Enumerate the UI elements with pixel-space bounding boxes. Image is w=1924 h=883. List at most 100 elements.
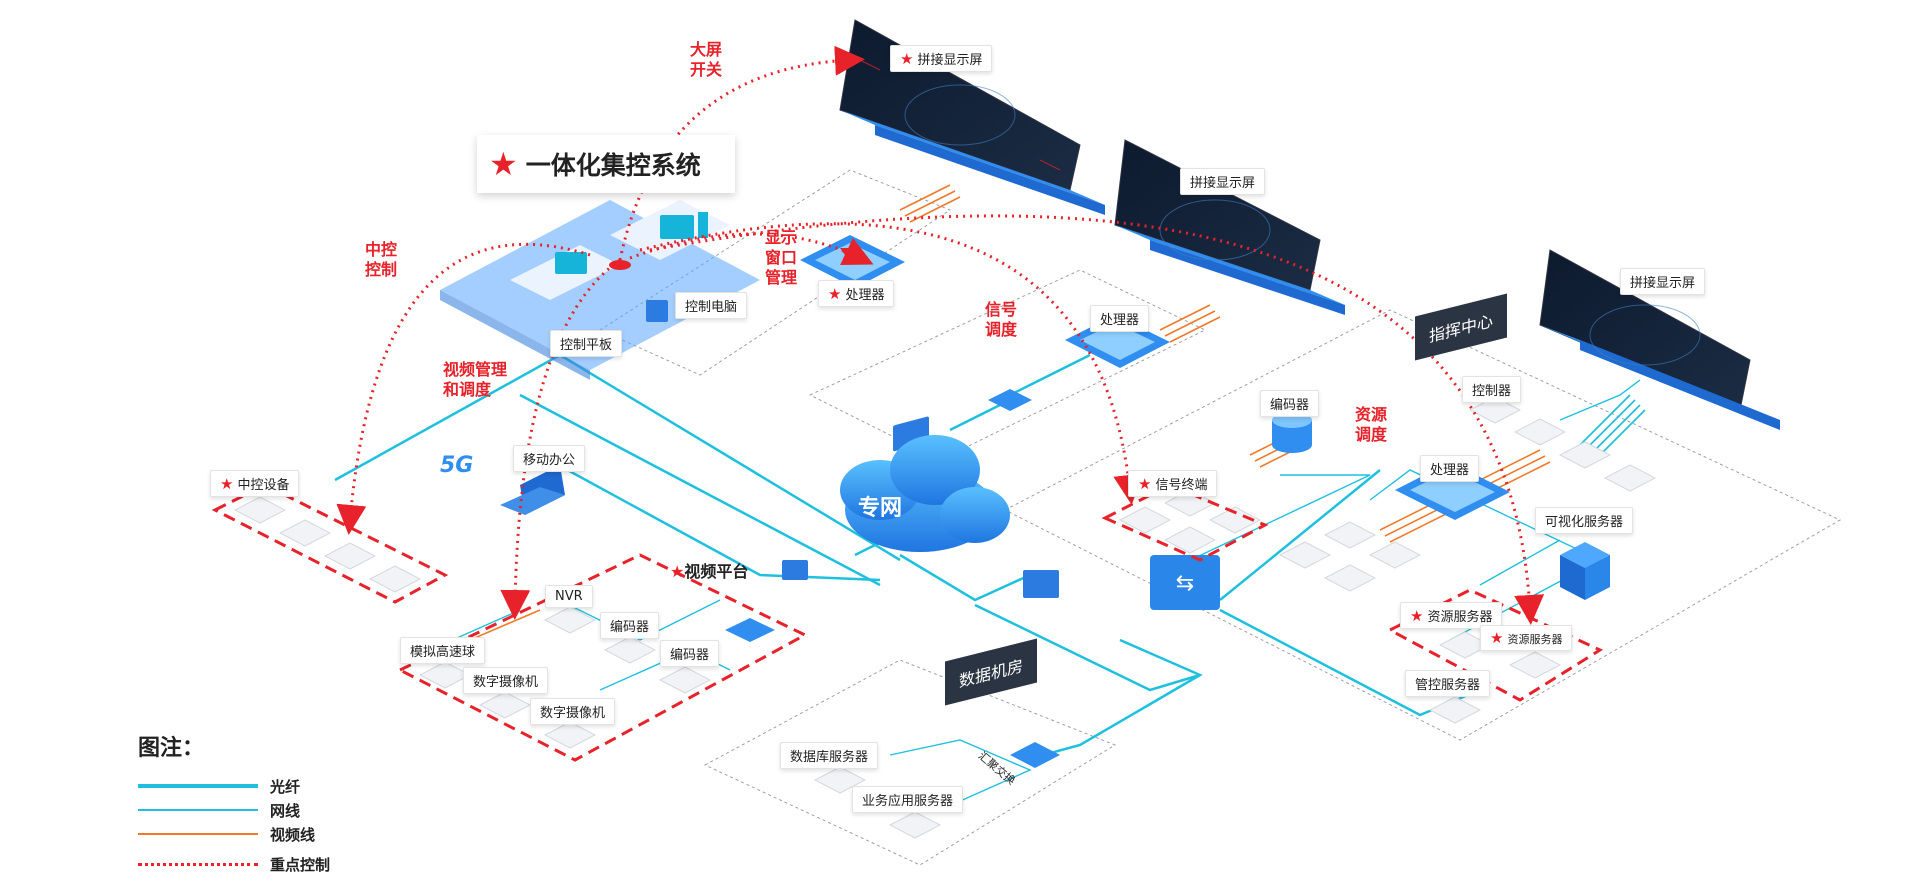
system-title-text: 一体化集控系统 [525, 151, 701, 180]
processor-label-2: 处理器 [1090, 305, 1150, 332]
mobile-office-label: 移动办公 [513, 445, 586, 472]
camera-label-1: 数字摄像机 [463, 667, 549, 694]
video-platform-title: ★视频平台 [670, 562, 749, 581]
command-devices [1278, 396, 1657, 724]
cloud-icon [840, 435, 1010, 552]
encoder-label-3: 编码器 [1260, 390, 1320, 417]
legend-item-key-control: 重点控制 [138, 852, 330, 876]
processor-label-3: 处理器 [1420, 455, 1480, 482]
firewall-icon [646, 300, 668, 322]
fiber-1 [334, 353, 901, 562]
star-icon: ★ [828, 285, 842, 303]
processor-label-1: ★处理器 [818, 280, 895, 307]
video-2 [1159, 304, 1221, 343]
mid-zone-outline [808, 269, 1207, 461]
control-platform [440, 200, 760, 380]
device-boxes [233, 396, 1657, 839]
display-label-3: 拼接显示屏 [1620, 268, 1706, 295]
net-4 [889, 739, 1032, 811]
video-1 [899, 184, 961, 223]
controller-links [1579, 394, 1646, 461]
app-server-label: 业务应用服务器 [852, 786, 964, 813]
firewall-icon [782, 560, 808, 580]
central-device-group [233, 496, 422, 593]
fiber-4 [899, 553, 1031, 602]
label-signal: 信号 调度 [985, 300, 1018, 339]
label-resource: 资源 调度 [1355, 405, 1388, 444]
fiber-2 [519, 393, 881, 587]
central-devices-frame [211, 483, 449, 604]
firewalls [646, 300, 1059, 598]
fiber-7 [1009, 353, 1091, 397]
control-zone-outline [598, 169, 952, 376]
vis-server-icon [1560, 542, 1610, 600]
resource-server-label-1: ★资源服务器 [1400, 602, 1503, 629]
label-central-control: 中控 控制 [365, 240, 398, 279]
core-switch-icon [1150, 555, 1220, 610]
switch-icon [725, 618, 775, 642]
pc-label: 控制电脑 [675, 292, 748, 319]
switch-icon [1010, 742, 1060, 768]
resource-server-label-2: ★资源服务器 [1480, 625, 1573, 651]
switch-icon [988, 389, 1032, 411]
label-video-mgmt: 视频管理 和调度 [443, 360, 508, 399]
central-devices-label: ★中控设备 [210, 470, 300, 497]
display-screen-3 [1539, 249, 1780, 430]
star-icon: ★ [1138, 475, 1152, 493]
display-screen-2 [1114, 139, 1345, 315]
fiber-10 [1219, 469, 1381, 601]
star-icon: ★ [670, 562, 685, 581]
legend-item-fiber: 光纤 [138, 774, 330, 798]
controller-label: 控制器 [1462, 376, 1522, 403]
tablet-icon [555, 252, 587, 274]
star-icon: ★ [220, 475, 234, 493]
switches: ⇆ [725, 389, 1220, 768]
control-button-icon [609, 260, 631, 270]
camera-label-2: 数字摄像机 [530, 698, 616, 725]
laptop-icon [500, 465, 565, 515]
star-icon: ★ [900, 50, 914, 68]
db-server-label: 数据库服务器 [780, 742, 879, 769]
fiber-9 [1219, 608, 1481, 717]
fiber-3 [539, 453, 881, 582]
vis-server-label: 可视化服务器 [1535, 507, 1634, 534]
data-room-outline [703, 659, 1117, 866]
legend: 图注： 光纤 网线 视频线 重点控制 [138, 730, 330, 876]
key-control-arcs [336, 45, 1545, 625]
dome-camera-label: 模拟高速球 [400, 637, 486, 664]
tablet-label: 控制平板 [550, 330, 623, 357]
legend-item-network: 网线 [138, 798, 330, 822]
system-title: ★ 一体化集控系统 [477, 135, 735, 193]
nvr-label: NVR [545, 585, 593, 608]
star-icon: ★ [489, 145, 518, 183]
video-platform-devices [418, 606, 712, 749]
legend-title: 图注： [138, 736, 205, 761]
cloud-label: 专网 [858, 496, 903, 521]
firewall-icon [1023, 570, 1059, 598]
label-window-mgmt: 显示 窗口 管理 [765, 228, 798, 287]
star-icon: ★ [1410, 607, 1424, 625]
label-big-screen: 大屏 开关 [690, 40, 723, 79]
net-5 [554, 597, 721, 641]
svg-text:⇆: ⇆ [1176, 571, 1194, 596]
encoder-db-icon [1272, 412, 1312, 453]
monitor-icon [660, 215, 694, 239]
display-label-2: 拼接显示屏 [1180, 168, 1266, 195]
legend-item-video: 视频线 [138, 822, 330, 846]
net-3 [1479, 539, 1561, 586]
arc-resource [649, 214, 1545, 625]
fiber-6 [1024, 638, 1203, 762]
display-label-1: ★拼接显示屏 [890, 45, 993, 72]
5g-icon: 5G [440, 453, 474, 478]
video-5 [469, 609, 541, 641]
fiber-5 [974, 603, 1201, 692]
arc-video [500, 258, 621, 620]
zone-outlines [598, 169, 1842, 866]
command-zone-outline [1003, 309, 1842, 741]
mgmt-server-label: 管控服务器 [1405, 670, 1491, 697]
net-8 [1559, 379, 1641, 421]
encoder-label-2: 编码器 [660, 640, 720, 667]
encoder-label-1: 编码器 [600, 612, 660, 639]
signal-terminal-label: ★信号终端 [1128, 470, 1218, 497]
